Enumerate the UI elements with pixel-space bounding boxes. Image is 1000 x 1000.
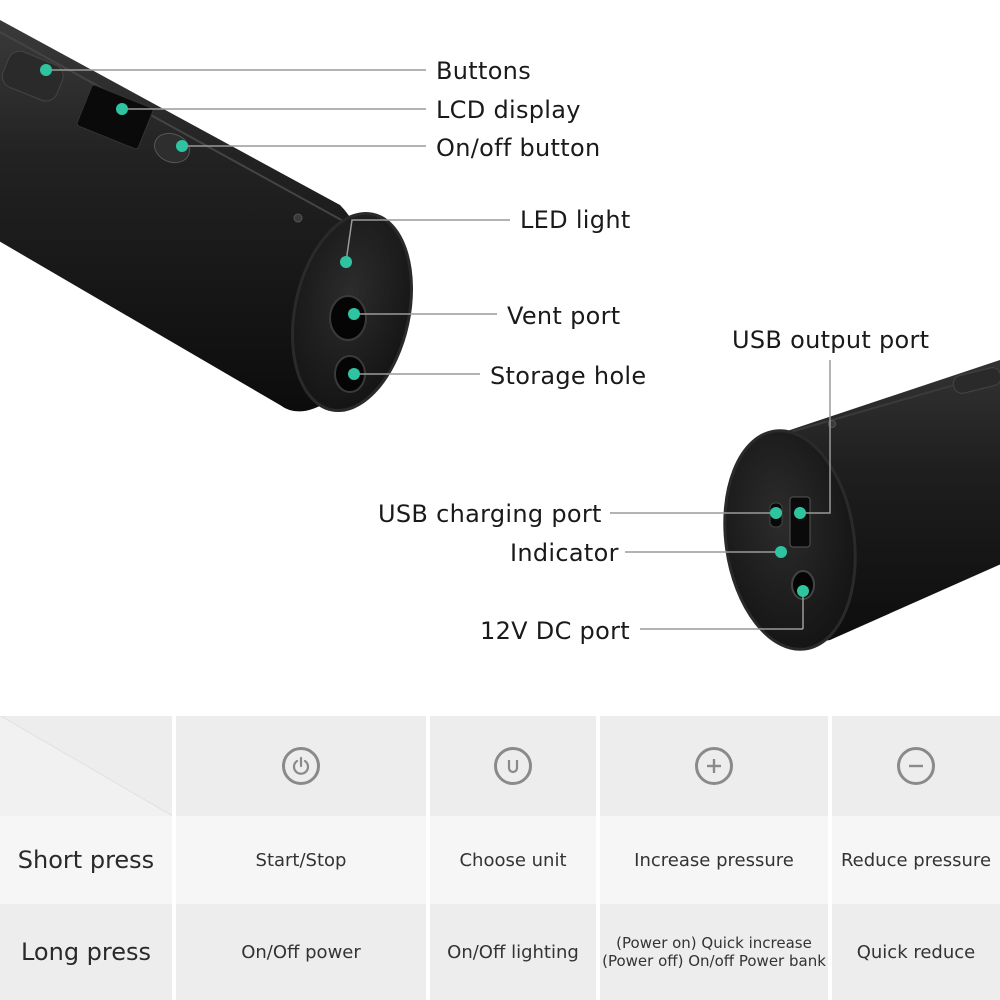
product-illustration: Buttons LCD display On/off button LED li…	[0, 20, 1000, 651]
callout-dc-port: 12V DC port	[480, 617, 630, 645]
callout-led-light: LED light	[520, 206, 631, 234]
power-icon	[282, 747, 320, 785]
callout-buttons: Buttons	[436, 57, 531, 85]
plus-icon	[695, 747, 733, 785]
device-drawing	[0, 20, 1000, 651]
header-plus	[600, 716, 828, 816]
header-unit	[430, 716, 596, 816]
table-cell: Increase pressure	[600, 816, 828, 904]
callout-usb-charging-port: USB charging port	[378, 500, 602, 528]
table-cell: Quick reduce	[832, 904, 1000, 1000]
callout-usb-output-port: USB output port	[732, 326, 930, 354]
unit-icon	[494, 747, 532, 785]
table-cell: (Power on) Quick increase (Power off) On…	[600, 904, 828, 1000]
callout-indicator: Indicator	[510, 539, 619, 567]
table-cell: On/Off lighting	[430, 904, 596, 1000]
table-cell: On/Off power	[176, 904, 426, 1000]
device-right	[723, 360, 1000, 651]
table-corner	[0, 716, 172, 816]
side-buttons	[1, 50, 64, 102]
callout-lcd-display: LCD display	[436, 96, 581, 124]
row-label-short-press: Short press	[0, 816, 172, 904]
cell-line-power-off: (Power off) On/off Power bank	[602, 952, 826, 970]
lcd-screen	[76, 84, 154, 150]
callout-on-off-button: On/off button	[436, 134, 601, 162]
table-cell: Reduce pressure	[832, 816, 1000, 904]
corner-diagonal	[0, 716, 172, 816]
cell-line-power-on: (Power on) Quick increase	[616, 934, 812, 952]
header-power	[176, 716, 426, 816]
device-left	[0, 20, 414, 413]
leader-lines	[46, 69, 831, 630]
minus-icon	[897, 747, 935, 785]
row-label-long-press: Long press	[0, 904, 172, 1000]
header-minus	[832, 716, 1000, 816]
table-cell: Choose unit	[430, 816, 596, 904]
callout-dots	[40, 64, 809, 597]
callout-storage-hole: Storage hole	[490, 362, 647, 390]
callout-vent-port: Vent port	[507, 302, 621, 330]
table-cell: Start/Stop	[176, 816, 426, 904]
button-function-table: Short press Start/Stop Choose unit Incre…	[0, 716, 1000, 1000]
